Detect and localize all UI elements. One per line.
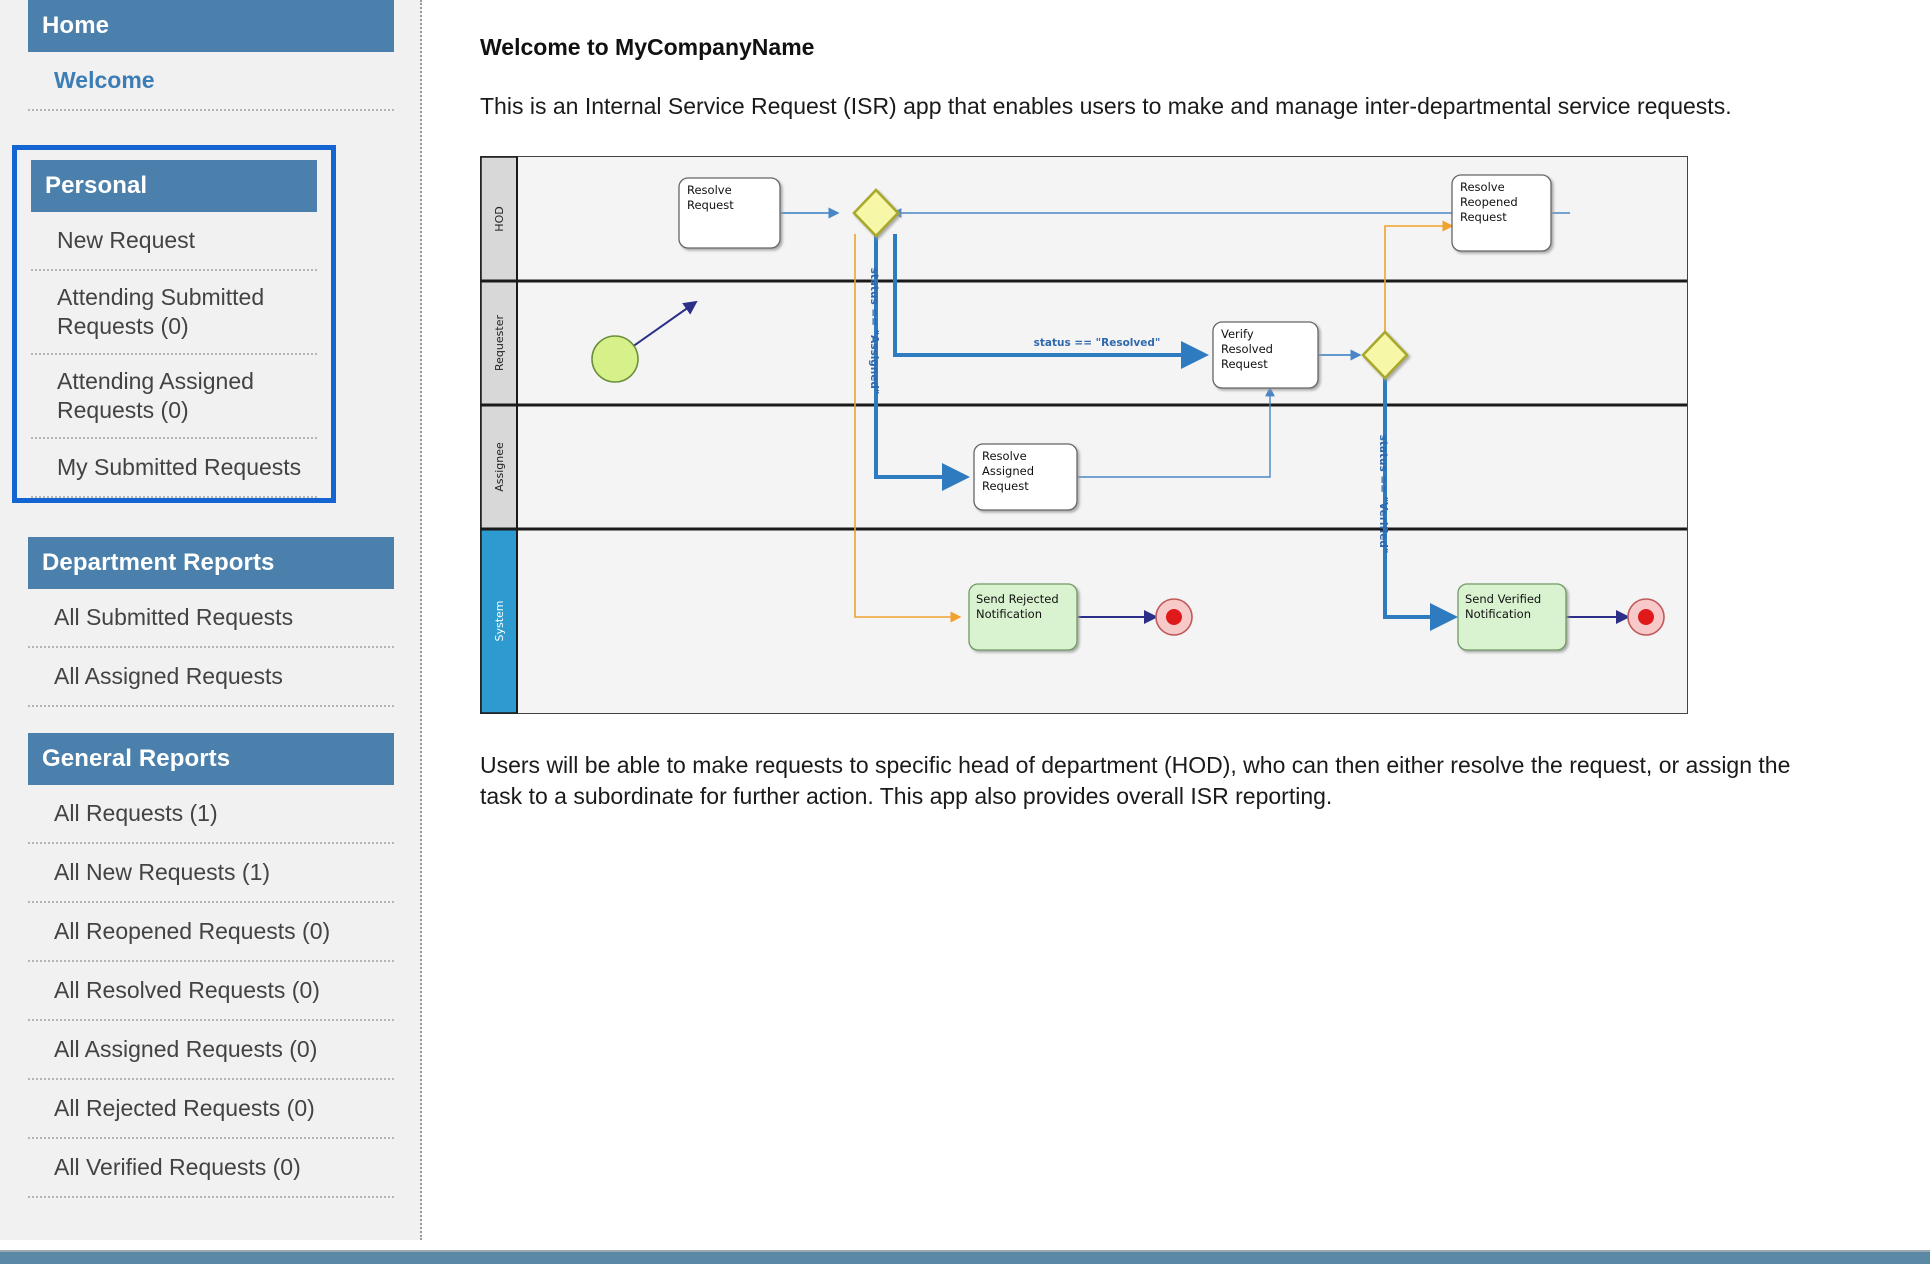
bpmn-nodes: Resolve Request Resolve Reopened Request <box>591 174 1665 651</box>
svg-text:Resolve: Resolve <box>982 449 1027 463</box>
nav-group-title-home: Home <box>28 0 394 52</box>
node-gateway-requester <box>1361 330 1409 380</box>
svg-text:Notification: Notification <box>976 607 1042 621</box>
intro-paragraph: This is an Internal Service Request (ISR… <box>480 93 1732 119</box>
sidebar-item-attending-assigned-requests[interactable]: Attending Assigned Requests (0) <box>31 355 317 439</box>
node-task-verify-resolved-request: Verify Resolved Request <box>1212 321 1319 389</box>
nav-group-title-department-reports: Department Reports <box>28 536 394 589</box>
sidebar-item-all-verified-requests[interactable]: All Verified Requests (0) <box>28 1139 394 1198</box>
nav-group-general-reports: General Reports All Requests (1) All New… <box>0 732 420 1198</box>
lane-label-group: HOD Requester Assignee System <box>493 206 506 641</box>
sidebar-item-all-assigned-requests-general[interactable]: All Assigned Requests (0) <box>28 1021 394 1080</box>
flow-gw2-reopened <box>1384 220 1454 333</box>
node-task-send-rejected-notification: Send Rejected Notification <box>968 583 1078 651</box>
flow-label-resolved: status == "Resolved" <box>1034 337 1161 349</box>
svg-text:Send Verified: Send Verified <box>1465 592 1541 606</box>
sidebar-spacer-1 <box>0 111 420 137</box>
svg-text:Request: Request <box>1460 210 1507 224</box>
node-task-resolve-request: Resolve Request <box>678 177 781 249</box>
bpmn-connectors <box>624 207 1630 632</box>
sidebar-item-attending-submitted-requests[interactable]: Attending Submitted Requests (0) <box>31 271 317 355</box>
nav-group-title-general-reports: General Reports <box>28 732 394 785</box>
node-task-send-verified-notification: Send Verified Notification <box>1457 583 1567 651</box>
node-start-event <box>591 335 639 383</box>
svg-text:Notification: Notification <box>1465 607 1531 621</box>
flow-gw1-resolved <box>893 234 1209 370</box>
node-end-event-verified <box>1627 598 1665 636</box>
sidebar-item-all-new-requests[interactable]: All New Requests (1) <box>28 844 394 903</box>
svg-text:Send Rejected: Send Rejected <box>976 592 1059 606</box>
svg-text:Request: Request <box>687 198 734 212</box>
sidebar-item-all-requests[interactable]: All Requests (1) <box>28 785 394 844</box>
sidebar-item-all-reopened-requests[interactable]: All Reopened Requests (0) <box>28 903 394 962</box>
node-task-resolve-reopened-request: Resolve Reopened Request <box>1451 174 1552 252</box>
lane-separators <box>481 279 1687 531</box>
bottom-status-bar <box>0 1250 1930 1264</box>
lane-label-requester: Requester <box>493 315 506 371</box>
nav-group-title-personal: Personal <box>31 159 317 212</box>
flow-gw1-assigned <box>874 236 970 492</box>
nav-group-home: Home Welcome <box>0 0 420 111</box>
flow-start-to-resolve-request <box>624 300 698 353</box>
svg-text:Resolve: Resolve <box>687 183 732 197</box>
sidebar-item-all-rejected-requests[interactable]: All Rejected Requests (0) <box>28 1080 394 1139</box>
sidebar-item-my-submitted-requests[interactable]: My Submitted Requests <box>31 439 317 498</box>
main-content: Welcome to MyCompanyName This is an Inte… <box>422 0 1930 1240</box>
flow-label-verified: status == "Verified" <box>1377 435 1389 554</box>
sidebar-content: Home Welcome Personal New Request Attend… <box>0 0 420 1198</box>
sidebar-item-all-assigned-requests-dept[interactable]: All Assigned Requests <box>28 648 394 707</box>
nav-group-department-reports: Department Reports All Submitted Request… <box>0 536 420 707</box>
svg-text:Assigned: Assigned <box>982 464 1034 478</box>
sidebar-item-welcome[interactable]: Welcome <box>28 52 394 111</box>
nav-group-personal[interactable]: Personal New Request Attending Submitted… <box>12 144 336 503</box>
bpmn-flow-labels: status == "Assigned" status == "Resolved… <box>868 268 1389 554</box>
lane-label-hod: HOD <box>493 206 506 231</box>
node-task-resolve-assigned-request: Resolve Assigned Request <box>973 443 1078 511</box>
svg-text:Resolved: Resolved <box>1221 342 1273 356</box>
node-gateway-hod <box>852 188 900 238</box>
lane-label-system: System <box>493 601 506 642</box>
flow-gw1-rejected <box>854 234 962 623</box>
sidebar-spacer-3 <box>0 707 420 733</box>
sidebar-item-all-resolved-requests[interactable]: All Resolved Requests (0) <box>28 962 394 1021</box>
sidebar: Home Welcome Personal New Request Attend… <box>0 0 422 1240</box>
lane-label-assignee: Assignee <box>493 442 506 492</box>
svg-text:Reopened: Reopened <box>1460 195 1518 209</box>
sidebar-item-all-submitted-requests[interactable]: All Submitted Requests <box>28 589 394 648</box>
outro-paragraph: Users will be able to make requests to s… <box>480 752 1791 810</box>
flow-assigned-to-verify <box>1077 386 1275 478</box>
page-title: Welcome to MyCompanyName <box>480 34 815 60</box>
sidebar-spacer-2 <box>0 511 420 537</box>
svg-text:Request: Request <box>982 479 1029 493</box>
bpmn-diagram: HOD Requester Assignee System <box>480 156 1688 715</box>
bpmn-swimlane-svg: HOD Requester Assignee System <box>480 156 1688 715</box>
flow-gw2-verified <box>1383 378 1458 632</box>
node-end-event-rejected <box>1155 598 1193 636</box>
sidebar-item-new-request[interactable]: New Request <box>31 212 317 271</box>
svg-text:Request: Request <box>1221 357 1268 371</box>
svg-text:Verify: Verify <box>1221 327 1254 341</box>
svg-text:Resolve: Resolve <box>1460 180 1505 194</box>
flow-label-assigned: status == "Assigned" <box>868 268 880 395</box>
